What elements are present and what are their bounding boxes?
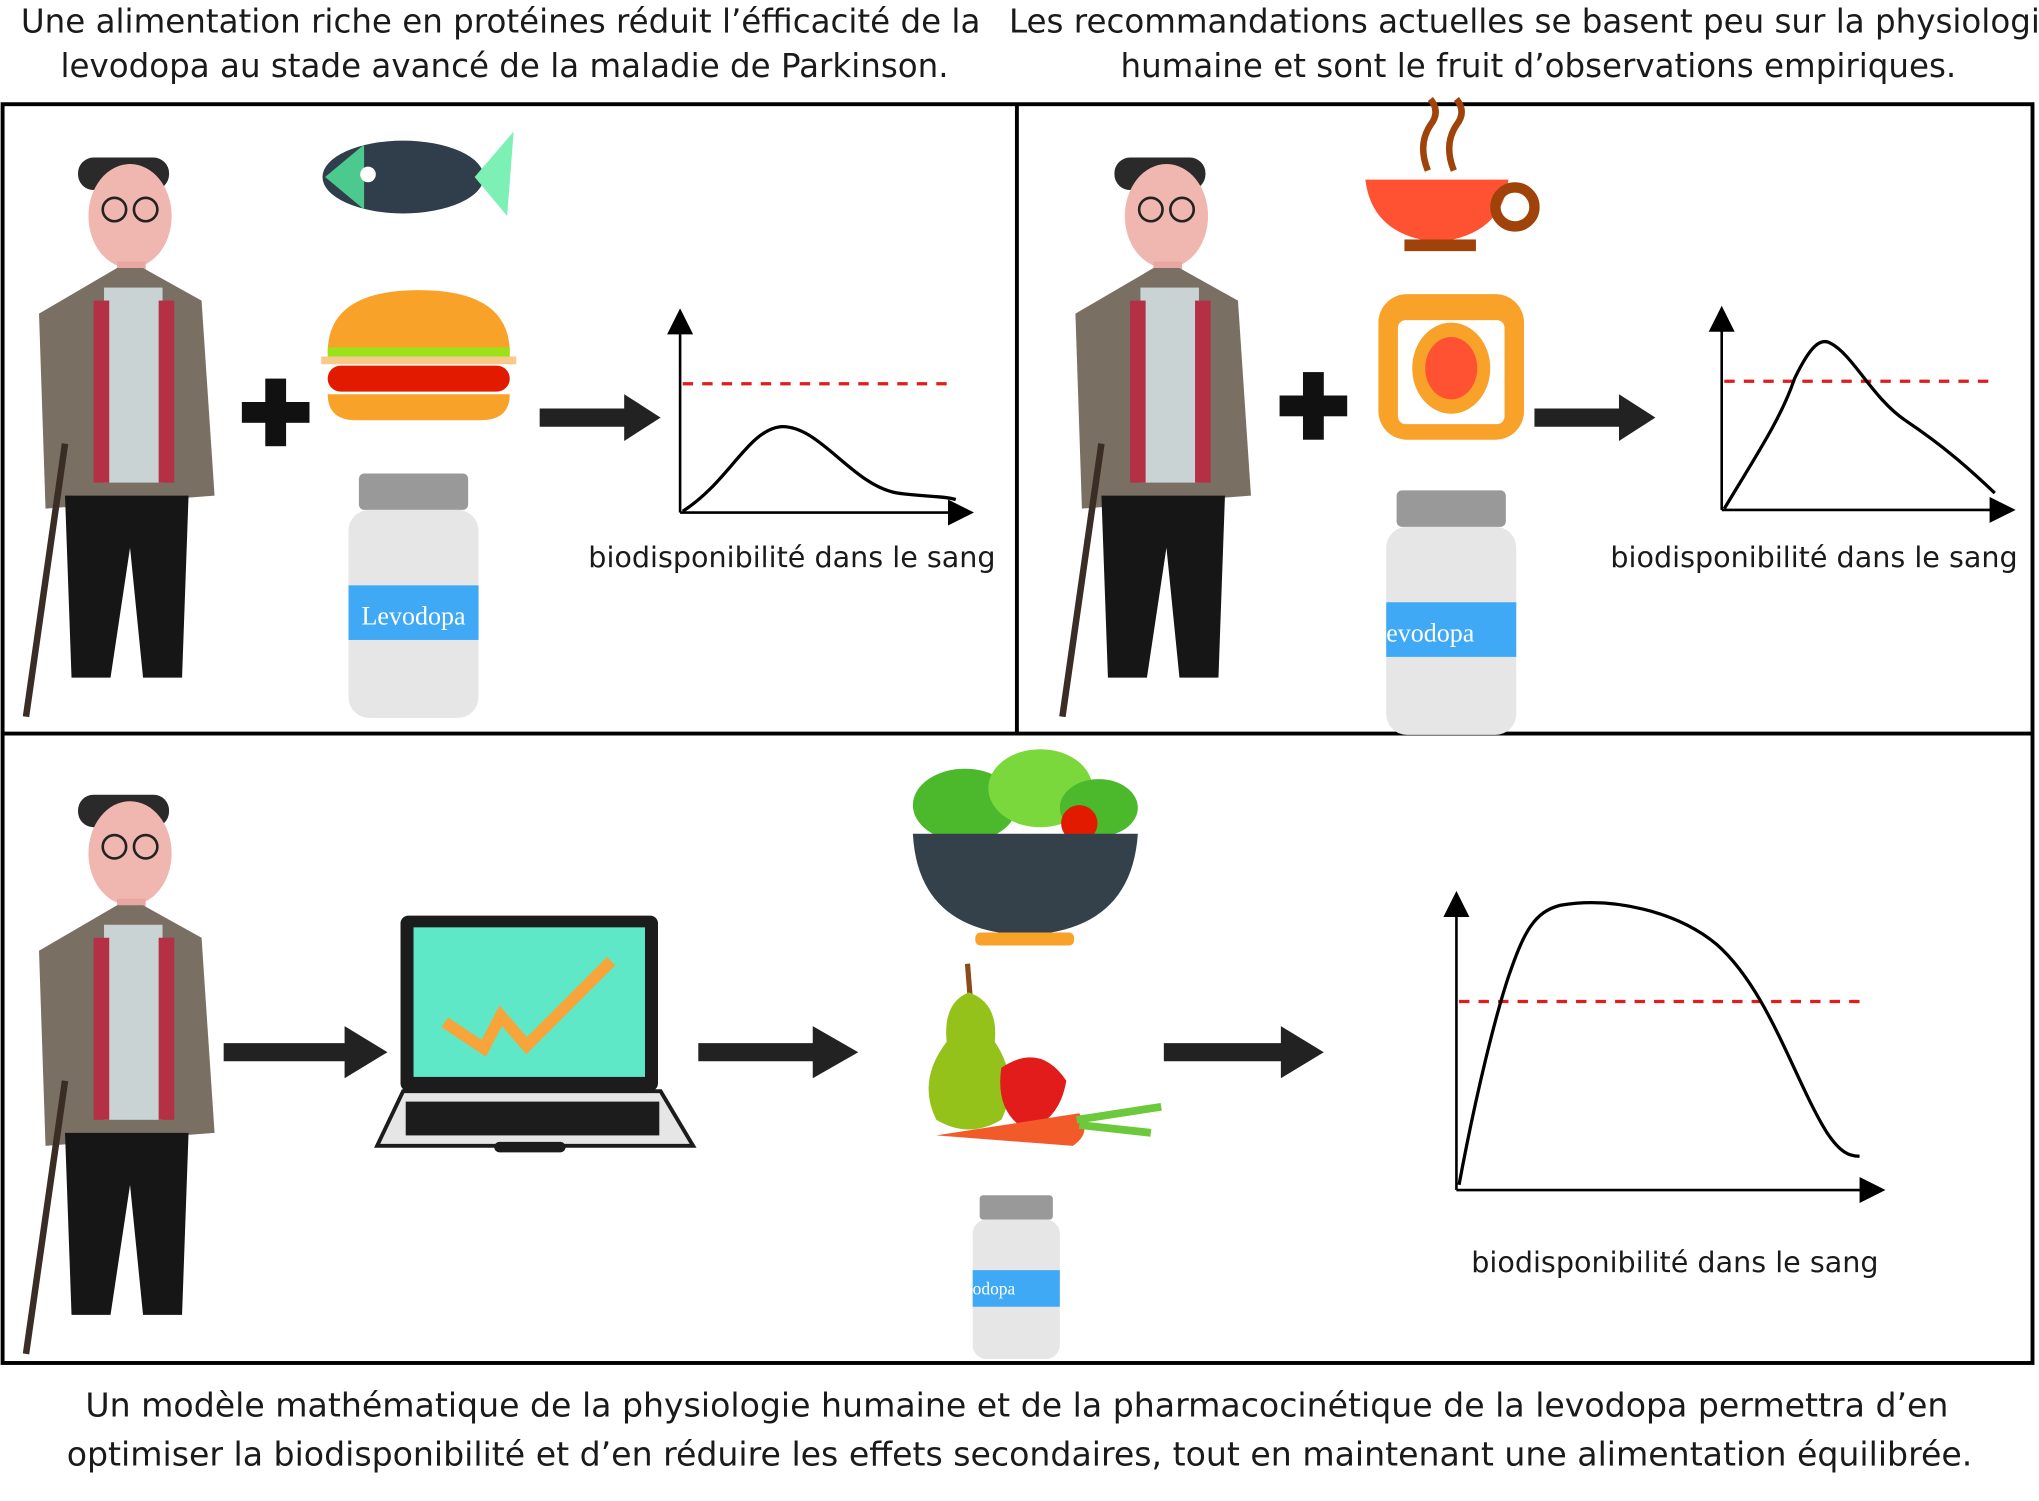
graph-label: biodisponibilité dans le sang (1471, 1245, 1878, 1279)
concentration-curve (681, 425, 957, 513)
panel-top-left: Levodopa biodisponibilité dans le sang (26, 131, 996, 718)
caption-top-right-line1: Les recommandations actuelles se basent … (1009, 3, 2039, 41)
bioavailability-graph (1443, 890, 1886, 1204)
plus-icon (241, 378, 310, 447)
coffee-cup-icon (1365, 96, 1540, 252)
salad-bowl-icon (912, 749, 1138, 946)
caption-top-right-line2: humaine et sont le fruit d’observations … (1120, 47, 1956, 85)
panel-bottom: odopa biodisponibilité dans le sang (26, 749, 1886, 1360)
levodopa-bottle: odopa (972, 1195, 1060, 1360)
fruits-vegetables-icon (928, 963, 1162, 1146)
laptop-icon (374, 915, 697, 1153)
burger-icon (321, 290, 517, 421)
caption-bottom-line1: Un modèle mathématique de la physiologie… (85, 1385, 1948, 1424)
concentration-curve (1722, 340, 1996, 510)
plus-icon (1279, 372, 1348, 440)
panel-top-right: evodopa biodisponibilité dans le sang (1062, 96, 2018, 735)
trend-arrow-icon (441, 957, 616, 1057)
levodopa-bottle: Levodopa (348, 473, 479, 718)
levodopa-bottle: evodopa (1386, 490, 1517, 735)
caption-top-left-line1: Une alimentation riche en protéines rédu… (21, 3, 980, 41)
bottle-label: evodopa (1386, 618, 1475, 647)
caption-top-left-line2: levodopa au stade avancé de la maladie d… (61, 47, 949, 85)
bioavailability-graph (1708, 305, 2016, 523)
toast-with-jam-icon (1378, 294, 1525, 440)
caption-bottom-line2: optimiser la biodisponibilité et d’en ré… (67, 1435, 1973, 1474)
fish-icon (322, 131, 514, 217)
concentration-curve (1457, 901, 1860, 1186)
bottle-label: odopa (973, 1279, 1016, 1299)
graph-label: biodisponibilité dans le sang (588, 540, 995, 574)
elderly-man-figure (26, 158, 215, 717)
graph-label: biodisponibilité dans le sang (1610, 540, 2017, 574)
bottle-label: Levodopa (362, 601, 466, 630)
elderly-man-figure (1062, 158, 1251, 717)
bioavailability-graph (667, 308, 974, 526)
elderly-man-figure (26, 795, 215, 1354)
